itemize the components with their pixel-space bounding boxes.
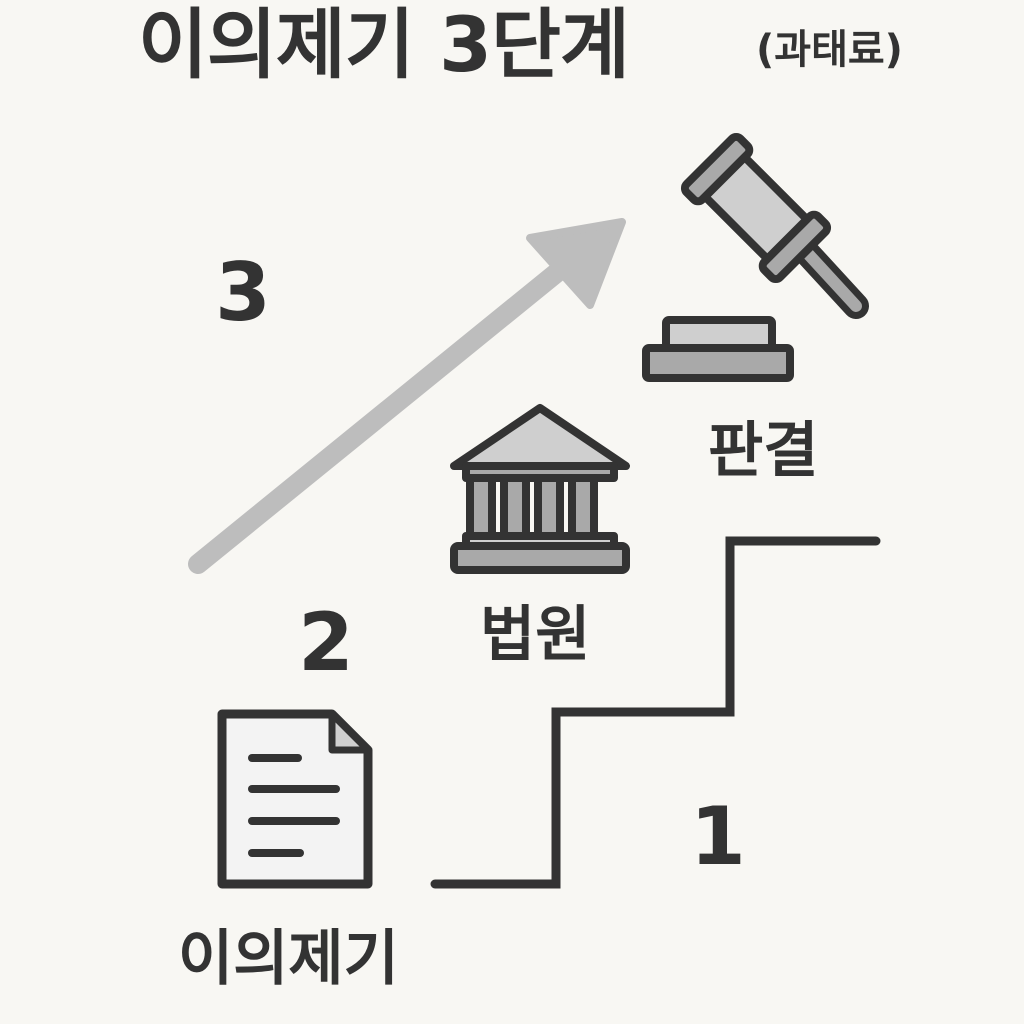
gavel-icon <box>642 132 869 382</box>
step-label-objection: 이의제기 <box>178 924 399 994</box>
step-number-2: 2 <box>298 596 354 689</box>
step-number-3: 3 <box>215 246 271 339</box>
document-icon <box>217 709 373 889</box>
courthouse-icon <box>450 404 630 574</box>
progress-arrow <box>188 218 626 574</box>
diagram-title: 이의제기 3단계 <box>138 0 630 89</box>
step-number-1: 1 <box>690 790 746 883</box>
diagram-subtitle: (과태료) <box>756 27 903 73</box>
step-label-judgment: 판결 <box>708 416 819 486</box>
step-label-court: 법원 <box>480 600 591 670</box>
staircase-line <box>430 536 881 889</box>
